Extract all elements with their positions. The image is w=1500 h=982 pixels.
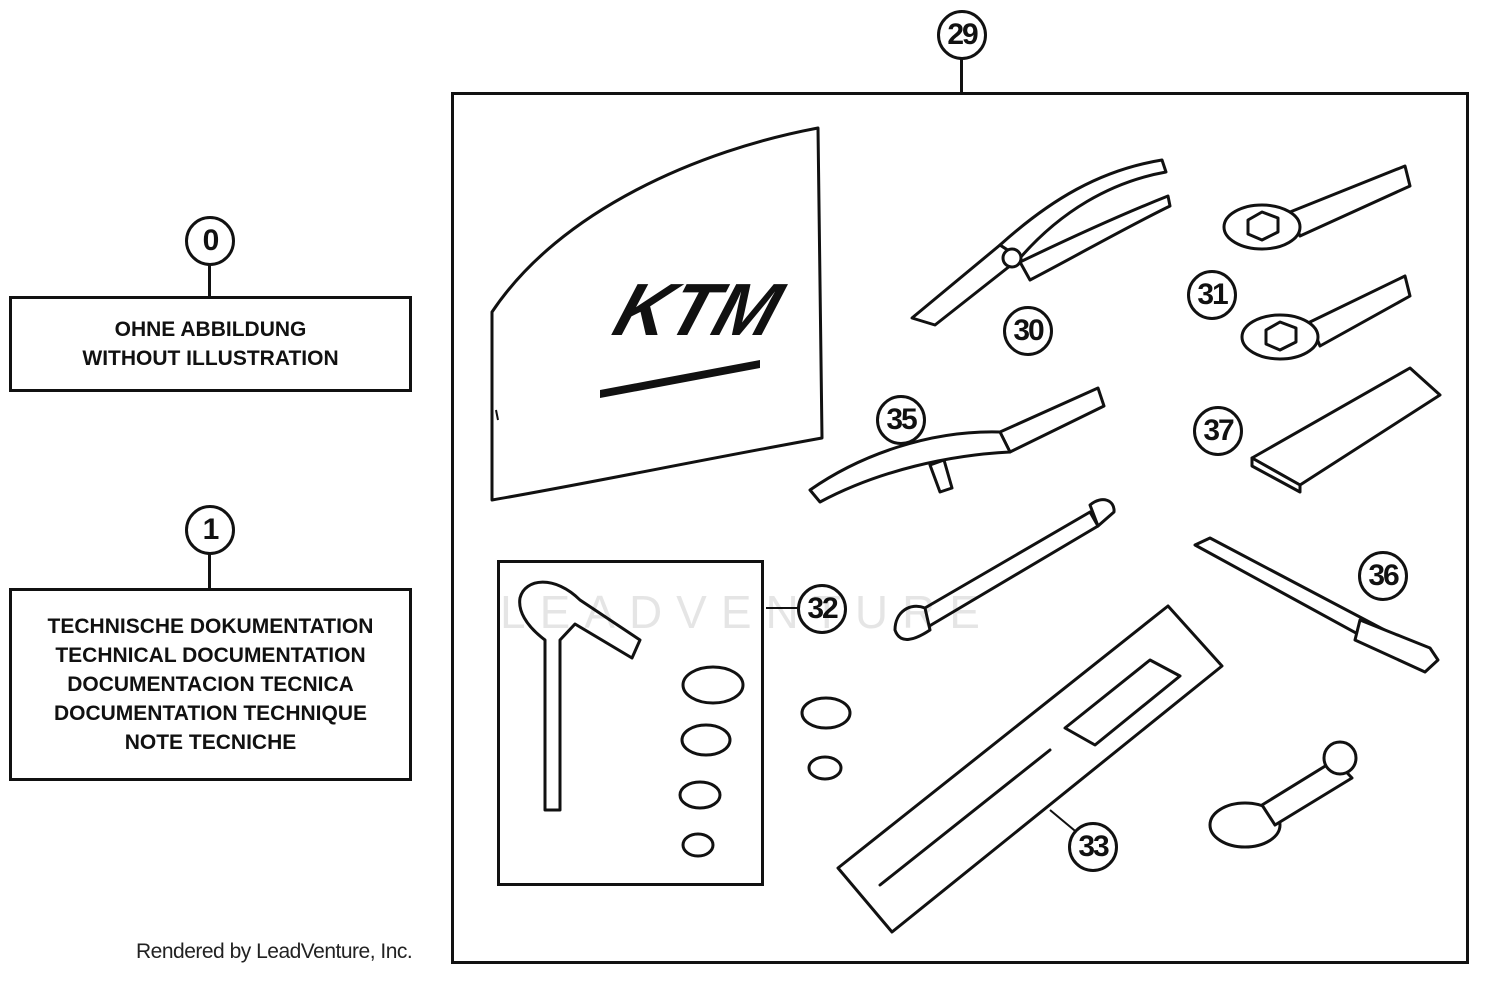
- tool-kit-frame: [451, 92, 1469, 964]
- callout-0[interactable]: 0: [185, 216, 235, 266]
- callout-32[interactable]: 32: [797, 584, 847, 634]
- callout-35[interactable]: 35: [876, 395, 926, 445]
- screwdriver-illustration[interactable]: [836, 604, 1224, 934]
- leader-line-0: [208, 265, 211, 298]
- note-line: OHNE ABBILDUNG: [114, 318, 307, 341]
- callout-1[interactable]: 1: [185, 505, 235, 555]
- pliers-illustration[interactable]: [910, 158, 1172, 327]
- ring-spanner-upper-illustration[interactable]: [1222, 164, 1412, 251]
- socket-set-frame: [497, 560, 764, 886]
- tool-bag-illustration[interactable]: KTM: [490, 126, 824, 502]
- callout-30[interactable]: 30: [1003, 306, 1053, 356]
- callout-31[interactable]: 31: [1187, 270, 1237, 320]
- note-line: DOCUMENTATION TECHNIQUE: [53, 702, 368, 725]
- callout-36[interactable]: 36: [1358, 551, 1408, 601]
- credit-text: Rendered by LeadVenture, Inc.: [136, 940, 413, 963]
- leader-line-29: [960, 58, 963, 93]
- note-line: NOTE TECNICHE: [124, 731, 297, 754]
- note-line: DOCUMENTACION TECNICA: [67, 673, 354, 696]
- callout-29[interactable]: 29: [937, 10, 987, 60]
- note-box-without-illustration: OHNE ABBILDUNG WITHOUT ILLUSTRATION: [9, 296, 412, 392]
- callout-37[interactable]: 37: [1193, 406, 1243, 456]
- ring-spanner-lower-illustration[interactable]: [1240, 274, 1412, 361]
- hook-spanner-illustration[interactable]: [808, 386, 1106, 504]
- bag-logo: KTM: [604, 269, 793, 352]
- leader-line-1: [208, 553, 211, 589]
- callout-33[interactable]: 33: [1068, 822, 1118, 872]
- note-line: WITHOUT ILLUSTRATION: [82, 347, 339, 370]
- spoke-wrench-illustration[interactable]: [1208, 740, 1358, 849]
- note-box-technical-documentation: TECHNISCHE DOKUMENTATION TECHNICAL DOCUM…: [9, 588, 412, 781]
- watermark: LEADVENTURE: [500, 586, 994, 638]
- open-end-wrench-illustration[interactable]: [893, 498, 1116, 641]
- socket-illustrations[interactable]: [678, 665, 852, 858]
- note-line: TECHNICAL DOCUMENTATION: [55, 644, 366, 667]
- rectangular-tube-illustration[interactable]: [1250, 366, 1442, 494]
- hex-key-illustration[interactable]: [518, 580, 642, 812]
- box-wrench-illustration[interactable]: [1193, 536, 1440, 674]
- note-line: TECHNISCHE DOKUMENTATION: [47, 615, 374, 638]
